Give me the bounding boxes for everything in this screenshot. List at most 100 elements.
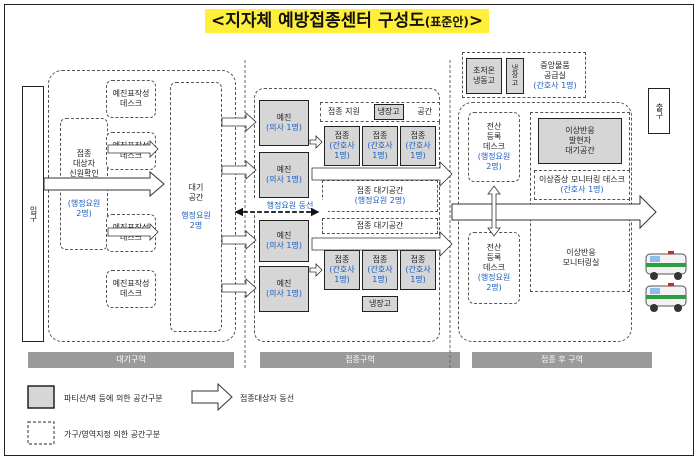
form-desk-4: 예진표작성 데스크 [106,270,156,308]
pre-exam-label: 예진 [276,113,292,122]
anomaly-wait-space: 이상반응 발현자 대기공간 [538,118,622,164]
vaccination-booth-3: 접종 (간호사 1명) [400,126,436,166]
pre-exam-booth-1: 예진 (의사 1명) [259,100,309,146]
support-fridge-label: 냉장고 [377,107,400,116]
pre-exam-staff: (의사 1명) [266,241,302,250]
monitoring-room: 이상반응 모니터링실 [536,238,626,278]
vaccination-staff: (간호사 1명) [405,141,431,160]
support-label: 접종 지원 [327,107,360,116]
waiting-space: 대기 공간 행정요원 2명 [170,82,222,332]
vaccination-staff: (간호사 1명) [367,141,393,160]
admin-flow-text: 행정요원 동선 [266,201,314,210]
waiting-space-label: 대기 공간 [188,183,204,202]
pre-exam-label: 예진 [276,165,292,174]
vaccination-label: 접종 [372,131,388,140]
monitoring-desk: 이상증상 모니터링 데스크 (간호사 1명) [534,170,630,200]
pre-exam-label: 예진 [276,231,292,240]
vaccination-staff: (간호사 1명) [329,141,355,160]
monitoring-desk-label: 이상증상 모니터링 데스크 [538,175,626,184]
pre-exam-staff: (의사 1명) [266,175,302,184]
diagram-title: <지자체 예방접종센터 구성도(표준안)> [205,9,490,33]
vaccination-label: 접종 [410,131,426,140]
vaccination-label: 접종 [410,255,426,264]
vaccination-staff: (간호사 1명) [329,265,355,284]
form-desk-label: 예진표작성 데스크 [112,89,150,108]
vaccination-label: 접종 [372,255,388,264]
wait-lower-label: 접종 대기공간 [356,221,404,230]
legend-furniture-text: 가구/영역지정 의한 공간구분 [64,430,161,439]
exit: 출구 [648,88,670,134]
zone-label-vaccination-text: 접종구역 [345,355,375,364]
registration-desk-2: 전산 등록 데스크 (행정요원 2명) [468,232,520,304]
registration-desk-staff: (행정요원 2명) [477,152,511,171]
wait-upper-staff: (행정요원 2명) [354,196,406,205]
registration-desk-label: 전산 등록 데스크 [482,243,506,272]
legend-flow-text: 접종대상자 동선 [240,394,295,403]
flow-arrow-icon [221,278,257,298]
identity-check-staff: (행정요원 2명) [67,199,101,218]
exit-label: 출구 [655,103,664,119]
vaccination-staff: (간호사 1명) [405,265,431,284]
form-desk-label: 예진표작성 데스크 [112,223,150,242]
central-supply-label: 중앙물품 공급실 [540,61,570,80]
flow-arrow-icon [107,140,159,158]
vaccination-wait-lower: 접종 대기공간 [322,218,438,234]
vaccination-booth-4: 접종 (간호사 1명) [324,250,360,290]
ultra-freezer-label: 초저온 냉동고 [472,66,496,85]
ambulance-icon [645,283,687,312]
pre-exam-label: 예진 [276,279,292,288]
pre-exam-staff: (의사 1명) [266,289,302,298]
vaccination-label: 접종 [334,131,350,140]
form-desk-label: 예진표작성 데스크 [112,279,150,298]
legend-furniture-swatch [27,421,55,445]
central-supply-staff: (간호사 1명) [533,81,577,90]
registration-desk-label: 전산 등록 데스크 [482,122,506,151]
title-sub: (표준안) [424,15,469,29]
vaccination-staff: (간호사 1명) [367,265,393,284]
vaccination-booth-2: 접종 (간호사 1명) [362,126,398,166]
flow-arrow-icon [107,223,159,241]
zone-label-waiting: 대기구역 [28,352,234,368]
flow-arrow-icon [311,231,453,257]
title-main: <지자체 예방접종센터 구성도 [211,11,425,31]
flow-arrow-icon [43,170,165,198]
vaccination-booth-5: 접종 (간호사 1명) [362,250,398,290]
zone-label-post-text: 접종 후 구역 [541,355,583,364]
vaccination-booth-6: 접종 (간호사 1명) [400,250,436,290]
form-desk-1: 예진표작성 데스크 [106,80,156,118]
flow-arrow-icon [309,135,323,149]
pre-exam-booth-4: 예진 (의사 1명) [259,266,309,312]
post-fridge-label: 냉 장 고 [511,63,519,87]
flow-arrow-icon [311,161,453,187]
legend-flow-arrow-icon [191,382,233,412]
zone-label-post: 접종 후 구역 [472,352,652,368]
admin-flow-label: 행정요원 동선 [252,200,328,212]
post-fridge: 냉 장 고 [506,58,524,94]
pre-exam-staff: (의사 1명) [266,123,302,132]
vaccination-wait-upper: 접종 대기공간 (행정요원 2명) [322,180,438,212]
flow-arrow-icon [451,194,657,230]
flow-arrow-icon [309,263,323,277]
waiting-space-staff: 행정요원 2명 [181,211,211,230]
entrance: 입구 [22,86,44,342]
ambulance-icon [645,251,687,280]
ultra-freezer: 초저온 냉동고 [466,58,502,94]
support-fridge: 냉장고 [373,104,404,120]
flow-arrow-icon [221,112,257,132]
zone-label-vaccination: 접종구역 [260,352,460,368]
diagram-frame [4,4,694,456]
double-arrow-icon [487,185,501,237]
pre-exam-booth-2: 예진 (의사 1명) [259,152,309,198]
registration-desk-1: 전산 등록 데스크 (행정요원 2명) [468,112,520,182]
flow-arrow-icon [221,160,257,180]
legend-partition-swatch [27,385,55,409]
monitoring-room-label: 이상반응 모니터링실 [562,248,600,267]
legend-partition-text: 파티션/벽 등에 의한 공간구분 [64,394,163,403]
central-supply-room: 중앙물품 공급실 (간호사 1명) [526,56,584,96]
flow-arrow-icon [221,230,257,250]
wait-upper-label: 접종 대기공간 [356,186,404,195]
registration-desk-staff: (행정요원 2명) [477,273,511,292]
pre-exam-booth-3: 예진 (의사 1명) [259,220,309,262]
monitoring-desk-staff: (간호사 1명) [560,185,604,194]
